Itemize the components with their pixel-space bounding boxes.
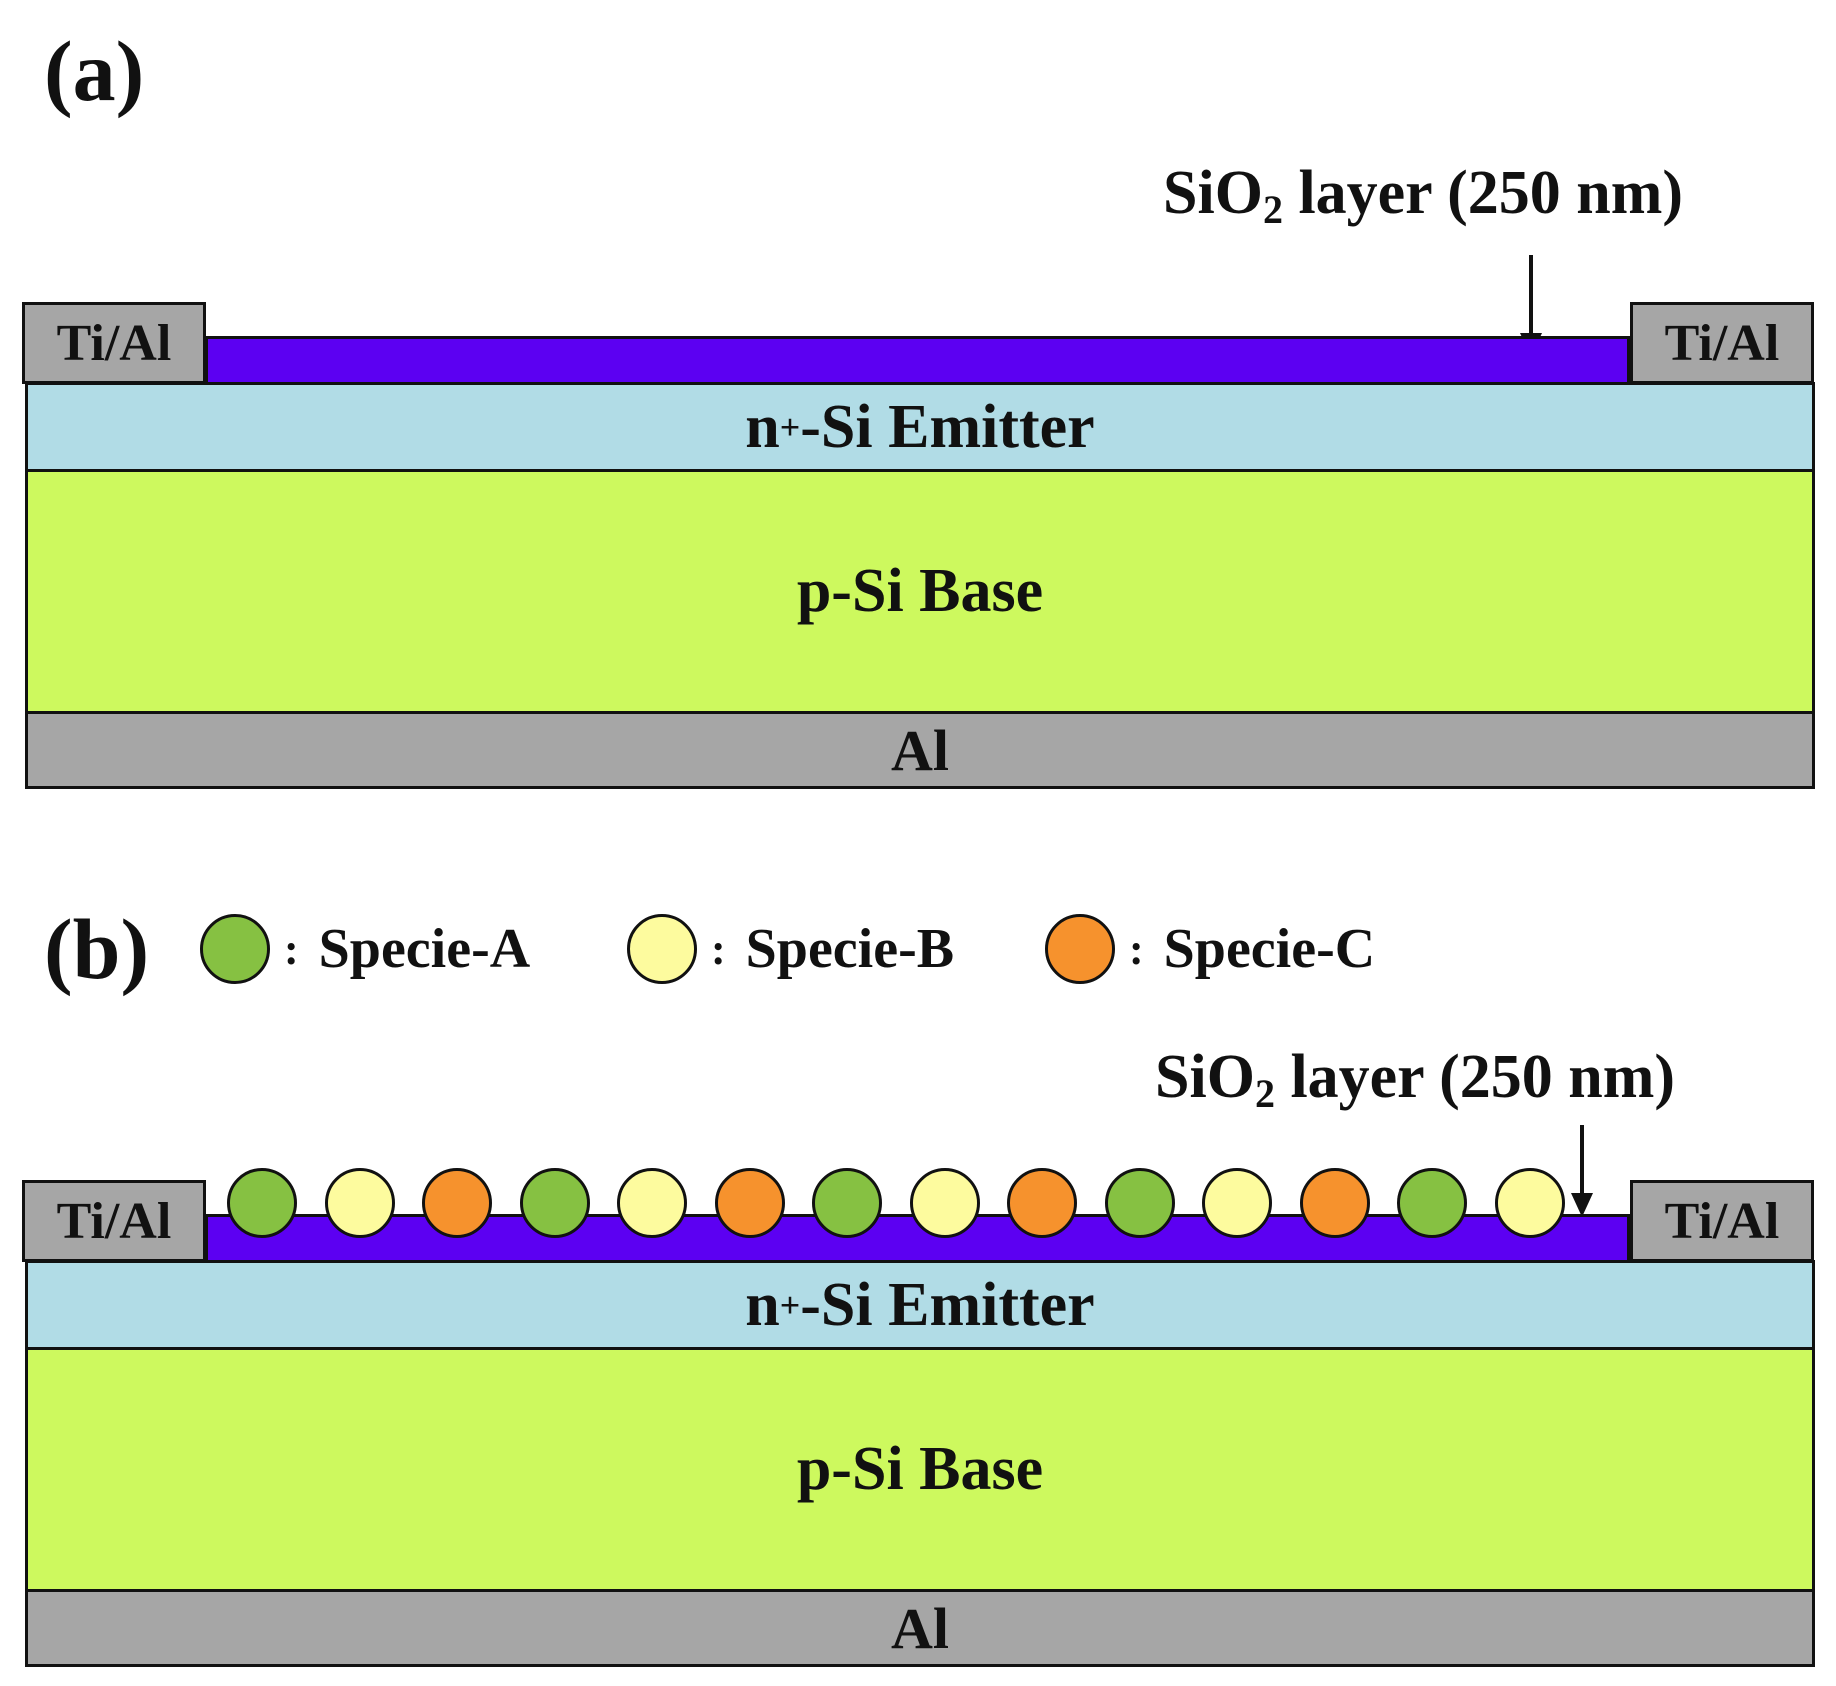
sio2-layer-a xyxy=(205,336,1630,386)
particle-specie-a xyxy=(227,1168,297,1238)
particle-specie-b xyxy=(910,1168,980,1238)
legend-specie-b: : Specie-B xyxy=(627,914,954,984)
ti-al-contact-right-b: Ti/Al xyxy=(1630,1180,1814,1262)
p-si-base-b: p-Si Base xyxy=(25,1347,1815,1592)
legend-specie-a-label: Specie-A xyxy=(318,918,531,980)
particle-specie-a xyxy=(812,1168,882,1238)
sio2-arrow-b xyxy=(1580,1125,1584,1195)
sio2-arrowhead-b xyxy=(1571,1193,1593,1217)
ti-al-contact-left-a: Ti/Al xyxy=(22,302,206,384)
panel-b: (b) : Specie-A : Specie-B : Specie-C SiO… xyxy=(0,870,1836,1686)
particle-specie-c xyxy=(715,1168,785,1238)
specie-c-swatch xyxy=(1045,914,1115,984)
ti-al-contact-left-b: Ti/Al xyxy=(22,1180,206,1262)
particle-specie-c xyxy=(1007,1168,1077,1238)
particle-specie-a xyxy=(1397,1168,1467,1238)
sio2-arrow-a xyxy=(1529,255,1533,335)
particle-specie-c xyxy=(422,1168,492,1238)
panel-a-label: (a) xyxy=(44,23,145,119)
p-si-base-a: p-Si Base xyxy=(25,469,1815,714)
sio2-callout-a: SiO2 layer (250 nm) xyxy=(1163,159,1684,232)
particle-specie-b xyxy=(1495,1168,1565,1238)
sio2-callout-b: SiO2 layer (250 nm) xyxy=(1155,1043,1676,1116)
n-si-emitter-b: n+-Si Emitter xyxy=(25,1260,1815,1350)
ti-al-contact-right-a: Ti/Al xyxy=(1630,302,1814,384)
specie-a-swatch xyxy=(200,914,270,984)
particle-specie-b xyxy=(1202,1168,1272,1238)
particle-specie-a xyxy=(520,1168,590,1238)
legend-specie-a: : Specie-A xyxy=(200,914,530,984)
particle-specie-c xyxy=(1300,1168,1370,1238)
al-back-contact-a: Al xyxy=(25,711,1815,789)
legend-specie-b-label: Specie-B xyxy=(745,918,955,980)
specie-b-swatch xyxy=(627,914,697,984)
al-back-contact-b: Al xyxy=(25,1589,1815,1667)
particle-specie-b xyxy=(325,1168,395,1238)
particle-specie-a xyxy=(1105,1168,1175,1238)
legend-specie-c-label: Specie-C xyxy=(1163,918,1376,980)
n-si-emitter-a: n+-Si Emitter xyxy=(25,382,1815,472)
particle-specie-b xyxy=(617,1168,687,1238)
panel-a: (a) SiO2 layer (250 nm) Ti/Al Ti/Al n+-S… xyxy=(0,0,1836,820)
panel-b-label: (b) xyxy=(44,901,150,997)
legend-specie-c: : Specie-C xyxy=(1045,914,1375,984)
